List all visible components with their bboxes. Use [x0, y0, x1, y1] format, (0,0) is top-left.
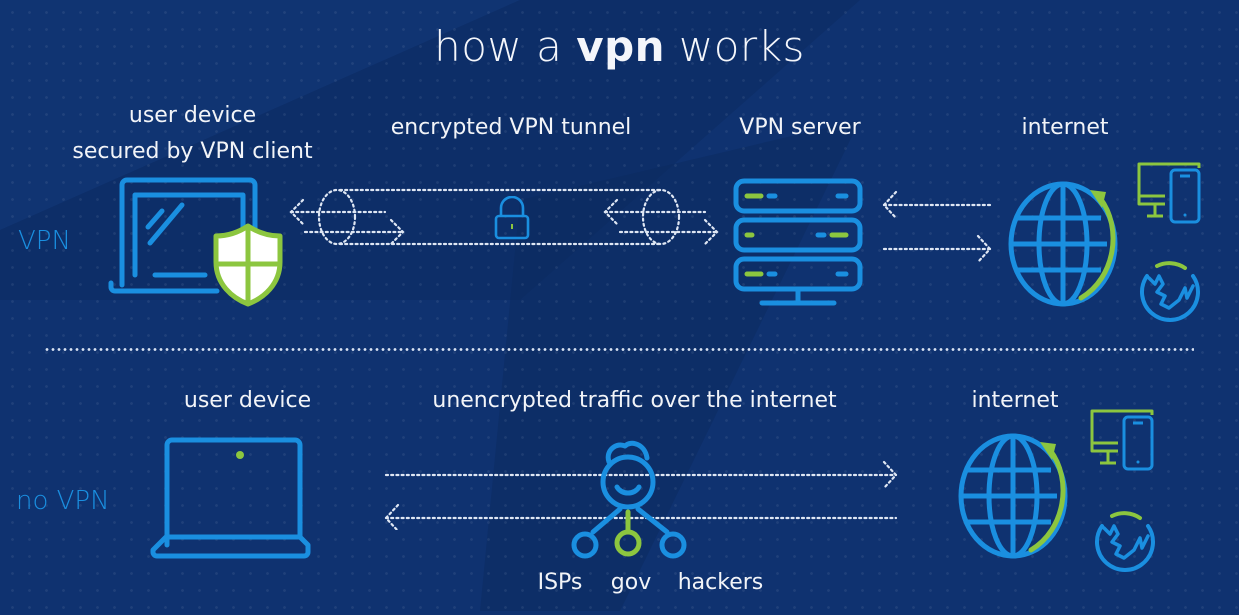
no-vpn-internet-label: internet [971, 388, 1059, 413]
firefox-icon [1095, 511, 1155, 572]
no-vpn-row-label: no VPN [16, 486, 110, 516]
observer-person-icon [571, 440, 687, 559]
globe-icon [958, 433, 1068, 559]
vpn-internet-label: internet [1021, 115, 1109, 140]
monitor-phone-icon [1090, 409, 1154, 471]
server-internet-arrows [882, 190, 992, 263]
observer-label-gov: gov [610, 570, 652, 595]
monitor-phone-icon [1137, 162, 1201, 224]
vpn-server-label: VPN server [739, 115, 861, 140]
vpn-row-label: VPN [18, 226, 71, 256]
observer-label-hackers: hackers [677, 570, 764, 595]
globe-icon [1008, 181, 1118, 307]
unencrypted-traffic-label: unencrypted traffic over the internet [432, 388, 837, 413]
lock-icon [494, 196, 530, 240]
no-vpn-device-label: user device [183, 388, 312, 413]
page-title: how a vpn works [434, 22, 805, 71]
laptop-icon [150, 437, 311, 559]
encrypted-tunnel [289, 188, 719, 246]
server-icon [733, 178, 863, 306]
row-divider [44, 348, 1194, 351]
shield-icon [213, 223, 283, 307]
observer-label-isps: ISPs [537, 570, 583, 595]
unencrypted-traffic-arrows [384, 460, 898, 530]
laptop-icon [108, 177, 258, 294]
vpn-device-label: user device secured by VPN client [72, 103, 313, 164]
tunnel-label: encrypted VPN tunnel [390, 115, 632, 140]
firefox-icon [1140, 261, 1200, 322]
